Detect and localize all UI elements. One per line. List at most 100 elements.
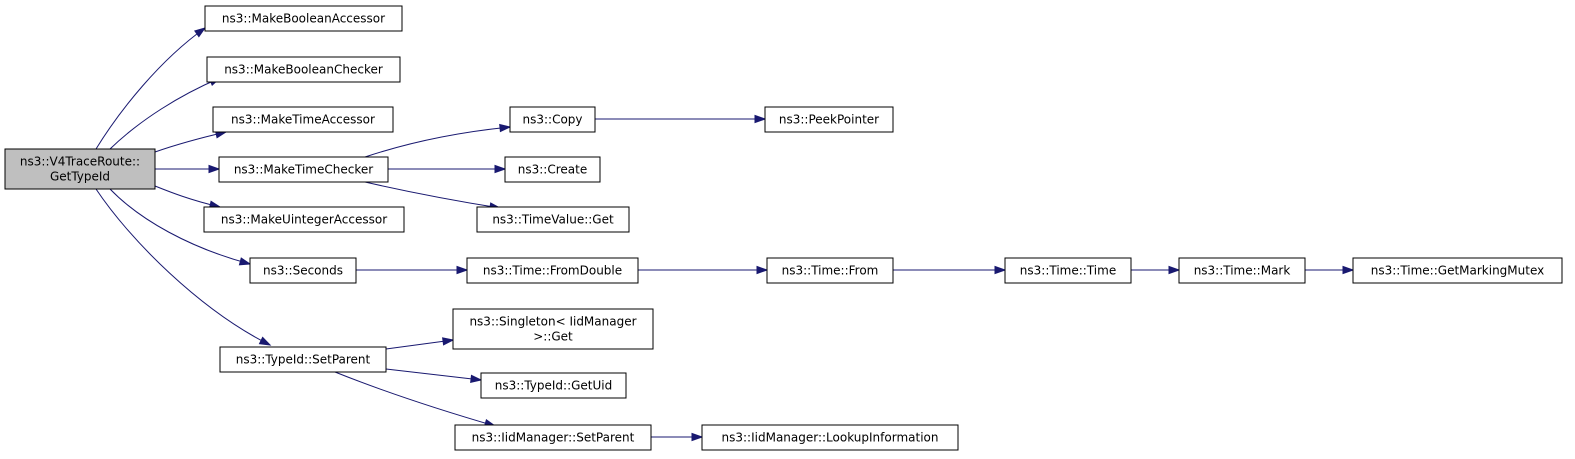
edge-root-to-mta <box>154 130 228 153</box>
edge-tsp-to-getuid <box>385 368 483 383</box>
edge-iidsp-to-lookup <box>651 432 704 442</box>
arrow-head <box>754 114 767 124</box>
node-iidsp[interactable]: ns3::IidManager::SetParent <box>454 424 652 451</box>
node-label: ns3::PeekPointer <box>779 113 879 127</box>
node-box <box>504 156 601 183</box>
edge-mtc-to-copy <box>364 123 512 158</box>
node-box <box>764 106 894 133</box>
node-time[interactable]: ns3::Time::Time <box>1004 257 1132 284</box>
edge-root-to-mbc <box>109 77 222 150</box>
edge-sec-to-fromdouble <box>356 265 469 275</box>
node-label: >::Get <box>533 330 573 344</box>
node-box <box>1352 257 1563 284</box>
node-copy[interactable]: ns3::Copy <box>509 106 596 133</box>
node-box <box>249 257 357 284</box>
node-box <box>219 346 387 373</box>
node-label: ns3::IidManager::SetParent <box>472 431 635 445</box>
edge-line <box>385 339 454 350</box>
node-box <box>476 206 630 233</box>
arrow-head <box>994 265 1007 275</box>
arrow-head <box>456 265 469 275</box>
node-label: ns3::Time::Time <box>1020 264 1116 278</box>
edge-time-to-mark <box>1131 265 1181 275</box>
node-mtc[interactable]: ns3::MakeTimeChecker <box>218 156 389 183</box>
node-label: ns3::MakeTimeAccessor <box>231 113 375 127</box>
node-label: ns3::MakeBooleanAccessor <box>222 12 385 26</box>
node-label: ns3::Singleton< IidManager <box>469 315 636 329</box>
node-lookup[interactable]: ns3::IidManager::LookupInformation <box>701 424 959 451</box>
node-box <box>1004 257 1132 284</box>
edge-root-to-sec <box>109 188 252 266</box>
node-mba[interactable]: ns3::MakeBooleanAccessor <box>204 5 403 32</box>
node-tvget[interactable]: ns3::TimeValue::Get <box>476 206 630 233</box>
node-mark[interactable]: ns3::Time::Mark <box>1178 257 1306 284</box>
node-from[interactable]: ns3::Time::From <box>766 257 894 284</box>
node-label: ns3::V4TraceRoute:: <box>20 155 140 169</box>
node-label: ns3::Time::From <box>782 264 879 278</box>
edge-line <box>95 27 206 150</box>
node-label: ns3::TimeValue::Get <box>492 213 614 227</box>
arrow-head <box>238 257 252 266</box>
node-label: ns3::Copy <box>522 113 582 127</box>
node-fromdouble[interactable]: ns3::Time::FromDouble <box>466 257 639 284</box>
node-box <box>480 372 627 399</box>
edge-line <box>385 368 482 381</box>
node-mta[interactable]: ns3::MakeTimeAccessor <box>212 106 394 133</box>
arrow-head <box>756 265 769 275</box>
node-mbc[interactable]: ns3::MakeBooleanChecker <box>206 56 401 83</box>
node-box <box>452 308 654 350</box>
node-label: ns3::Create <box>518 163 587 177</box>
arrow-head <box>470 374 483 383</box>
node-root[interactable]: ns3::V4TraceRoute::GetTypeId <box>4 148 156 190</box>
node-mua[interactable]: ns3::MakeUintegerAccessor <box>203 206 405 233</box>
node-label: ns3::IidManager::LookupInformation <box>722 431 939 445</box>
node-tsp[interactable]: ns3::TypeId::SetParent <box>219 346 387 373</box>
node-box <box>701 424 959 451</box>
edge-mtc-to-create <box>388 164 507 174</box>
node-label: ns3::MakeTimeChecker <box>234 163 373 177</box>
node-label: ns3::MakeBooleanChecker <box>224 63 383 77</box>
nodes-layer: ns3::V4TraceRoute::GetTypeId ns3::MakeBoo… <box>4 5 1563 451</box>
node-box <box>4 148 156 190</box>
node-getuid[interactable]: ns3::TypeId::GetUid <box>480 372 627 399</box>
node-create[interactable]: ns3::Create <box>504 156 601 183</box>
edge-copy-to-peek <box>595 114 767 124</box>
edge-root-to-tsp <box>95 188 272 346</box>
edge-mark-to-gmm <box>1305 265 1355 275</box>
node-box <box>204 5 403 32</box>
node-sec[interactable]: ns3::Seconds <box>249 257 357 284</box>
edge-fromdouble-to-from <box>638 265 769 275</box>
edge-line <box>364 181 501 209</box>
arrow-head <box>1168 265 1181 275</box>
node-label: ns3::MakeUintegerAccessor <box>221 213 387 227</box>
edge-root-to-mtc <box>155 164 221 174</box>
edge-line <box>95 188 271 346</box>
node-label: GetTypeId <box>50 170 110 184</box>
node-sget[interactable]: ns3::Singleton< IidManager>::Get <box>452 308 654 350</box>
arrow-head <box>494 164 507 174</box>
edge-line <box>334 371 496 427</box>
edge-root-to-mba <box>95 27 207 150</box>
node-gmm[interactable]: ns3::Time::GetMarkingMutex <box>1352 257 1563 284</box>
node-label: ns3::Time::GetMarkingMutex <box>1371 264 1545 278</box>
arrow-head <box>194 27 207 38</box>
edge-line <box>364 126 511 158</box>
edge-from-to-time <box>893 265 1007 275</box>
edge-line <box>109 188 251 265</box>
node-box <box>1178 257 1306 284</box>
edge-line <box>154 131 227 153</box>
node-label: ns3::Time::FromDouble <box>483 264 622 278</box>
edge-mtc-to-tvget <box>364 181 502 211</box>
node-peek[interactable]: ns3::PeekPointer <box>764 106 894 133</box>
arrow-head <box>499 123 512 133</box>
arrow-head <box>1342 265 1355 275</box>
node-box <box>466 257 639 284</box>
node-box <box>218 156 389 183</box>
node-box <box>203 206 405 233</box>
arrow-head <box>208 164 221 174</box>
node-label: ns3::Time::Mark <box>1194 264 1291 278</box>
node-box <box>454 424 652 451</box>
arrow-head <box>691 432 704 442</box>
node-label: ns3::TypeId::SetParent <box>236 353 371 367</box>
